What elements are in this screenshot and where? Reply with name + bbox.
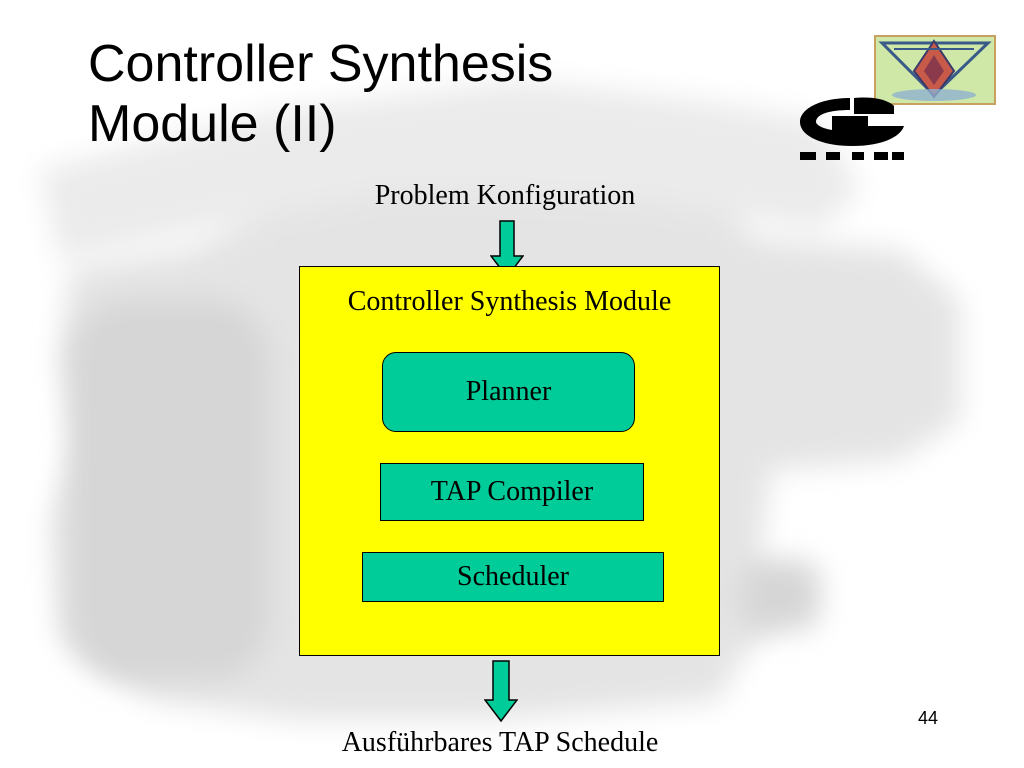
input-label: Problem Konfiguration xyxy=(374,180,636,211)
output-label: Ausführbares TAP Schedule xyxy=(341,727,659,758)
slide-title: Controller Synthesis Module (II) xyxy=(88,35,554,153)
controller-synthesis-module: Controller Synthesis Module Planner TAP … xyxy=(299,266,720,656)
page-number: 44 xyxy=(917,708,939,728)
module-title: Controller Synthesis Module xyxy=(347,286,672,317)
planner-component: Planner xyxy=(382,352,635,432)
tap-compiler-component: TAP Compiler xyxy=(380,463,644,521)
scheduler-component: Scheduler xyxy=(362,552,664,602)
output-arrow-icon xyxy=(484,660,518,722)
institute-logo-icon xyxy=(800,97,904,160)
geometric-painting-logo-icon xyxy=(874,35,996,105)
